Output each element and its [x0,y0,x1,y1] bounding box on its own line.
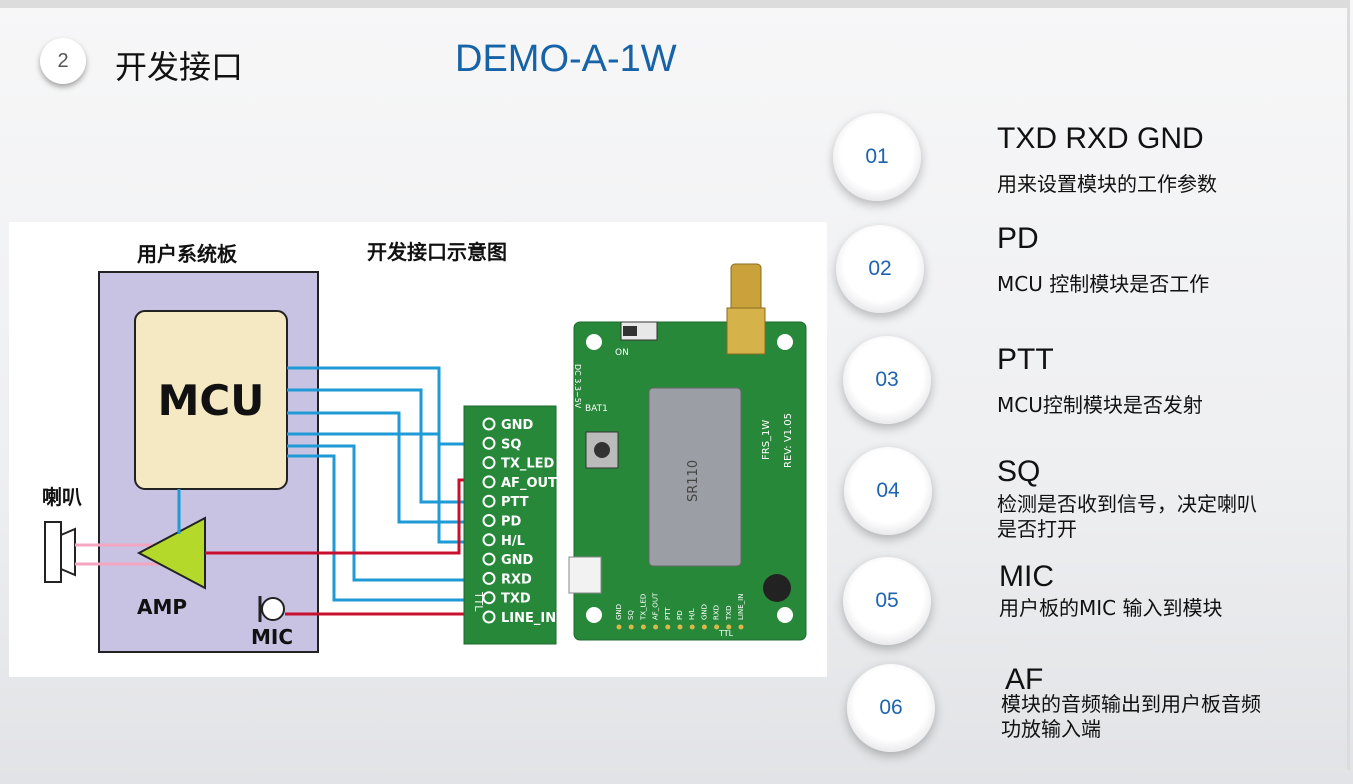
pin-header-side-label: TTL [472,591,485,612]
module-pin-label: AF_OUT [652,592,660,620]
module-pin [677,624,683,630]
item-title: AF [1005,663,1044,696]
module-pin-label: SQ [627,610,635,620]
slide-frame [0,0,1350,770]
module-pin [628,624,634,630]
item-title: SQ [997,455,1041,488]
amp-label: AMP [137,595,187,619]
speaker-icon [44,521,76,583]
module-bottom-label: TTL [718,629,734,638]
module-pin [665,624,671,630]
item-title: PD [997,222,1039,255]
module-pin-label: LINE_IN [737,594,745,620]
item-number-circle: 05 [843,557,931,645]
pin-header-board [463,405,557,645]
module-pin-label: PTT [664,607,672,620]
module-pin [738,624,744,630]
rf-shield [648,387,742,567]
interface-diagram: 用户系统板 开发接口示意图 MCU 喇叭 AMP MIC TTL GND SQ TX… [9,222,827,677]
power-label: DC 3.3~5V [573,364,582,409]
item-number-circle: 03 [843,336,931,424]
module-pin-label: TX_LED [639,594,647,621]
module-pin-label: RXD [713,605,721,620]
board-title: 用户系统板 [137,242,238,266]
item-number-circle: 01 [833,113,921,201]
module-pin [714,624,720,630]
header-pin-label: AF_OUT [501,476,557,491]
item-description: 用户板的MIC 输入到模块 [999,596,1223,620]
mcu-label: MCU [158,376,265,425]
header-pin [482,533,496,547]
header-pin-label: SQ [501,437,521,452]
header-pin [482,456,496,470]
mic-label: MIC [251,625,293,649]
module-bottom-pins: GND SQ TX_LED AF_OUT PTT PD H/L GND RXD TXD LINE_I… [615,592,745,630]
header-pin-label: GND [501,418,534,433]
header-pin [482,514,496,527]
item-description: MCU控制模块是否发射 [997,393,1203,417]
shield-marking: SR110 [686,460,701,502]
header-pin [482,436,496,450]
battery-label: BAT1 [585,404,608,414]
module-pin-label: TXD [725,606,733,621]
blue-wires [287,366,489,602]
switch-label: ON [615,348,629,358]
module-pin [689,624,695,630]
header-pin-label: PTT [501,495,529,510]
item-description: 模块的音频输出到用户板音频功放输入端 [1001,692,1261,741]
header-pin [482,610,496,624]
module-pin-label: PD [676,610,684,620]
item-title: PTT [997,343,1054,376]
module-pin [726,624,732,630]
header-pin [482,494,496,508]
module-pcb: ON DC 3.3~5V BAT1 SR110 FRS_1W REV: V1.0… [568,263,807,641]
module-pin [616,624,622,630]
pin-list: GND SQ TX_LED AF_OUT PTT PD H/L GND RXD TXD LINE_I… [482,417,557,626]
model-title: DEMO-A-1W [455,38,677,80]
header-pin [482,475,496,489]
module-pin-label: GND [615,604,623,620]
header-pin [482,417,496,431]
module-pin-label: H/L [688,608,696,620]
module-pin [640,624,646,630]
header-pin-label: PD [501,515,522,530]
module-pin-label: GND [700,604,708,620]
item-description: 用来设置模块的工作参数 [997,172,1217,196]
section-number-badge: 2 [40,38,86,84]
header-pin [482,552,496,566]
header-pin [482,591,496,605]
model-marking: FRS_1W [761,420,772,460]
item-number-circle: 04 [844,447,932,535]
diagram-title: 开发接口示意图 [367,240,507,264]
item-number-circle: 02 [836,225,924,313]
speaker-label: 喇叭 [42,485,82,509]
item-description: 检测是否收到信号，决定喇叭是否打开 [997,492,1257,541]
item-title: MIC [999,560,1054,593]
item-description: MCU 控制模块是否工作 [997,272,1210,296]
mcu-block [134,310,288,490]
header-pin-label: RXD [501,572,532,587]
module-pin [653,624,659,630]
header-pin-label: GND [501,553,534,568]
section-title: 开发接口 [115,48,244,86]
header-pin-label: TX_LED [501,457,555,472]
mic-icon [258,596,285,622]
header-pin-label: LINE_IN [501,611,556,626]
header-pin [482,571,496,585]
header-pin-label: H/L [501,534,525,549]
header-pin-label: TXD [501,592,531,607]
rev-marking: REV: V1.05 [783,413,794,468]
item-number-circle: 06 [847,664,935,752]
module-pin [701,624,707,630]
item-title: TXD RXD GND [997,122,1204,155]
